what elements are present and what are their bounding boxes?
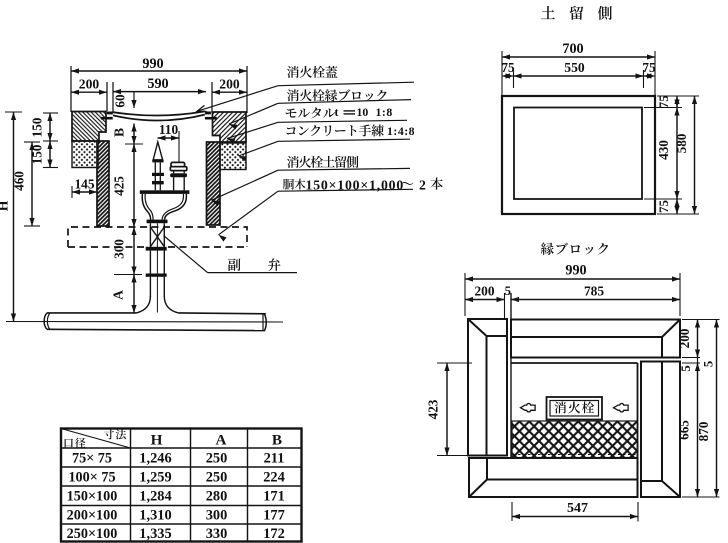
- svg-text:785: 785: [584, 284, 604, 299]
- svg-text:10: 10: [357, 105, 369, 119]
- svg-text:75: 75: [501, 60, 515, 75]
- svg-text:H: H: [0, 200, 11, 211]
- svg-text:75: 75: [656, 200, 671, 214]
- svg-text:250: 250: [206, 469, 228, 485]
- svg-text:75× 75: 75× 75: [72, 450, 112, 466]
- svg-text:145: 145: [74, 177, 94, 192]
- svg-text:200×100: 200×100: [67, 507, 118, 523]
- svg-text:171: 171: [263, 488, 285, 504]
- svg-text:1,335: 1,335: [139, 526, 171, 542]
- svg-text:990: 990: [565, 263, 586, 279]
- svg-text:1,284: 1,284: [139, 488, 171, 504]
- svg-text:1:8: 1:8: [376, 105, 393, 119]
- svg-text:2: 2: [419, 177, 426, 192]
- svg-text:300: 300: [112, 239, 127, 259]
- svg-text:75: 75: [642, 60, 656, 75]
- svg-text:177: 177: [263, 507, 285, 523]
- svg-text:5: 5: [505, 284, 511, 298]
- svg-text:200: 200: [474, 284, 494, 299]
- svg-text:A: A: [216, 432, 227, 449]
- svg-text:590: 590: [147, 76, 168, 92]
- svg-text:300: 300: [206, 507, 228, 523]
- svg-text:150: 150: [30, 117, 45, 137]
- svg-text:B: B: [112, 128, 127, 137]
- svg-text:B: B: [272, 432, 282, 449]
- svg-text:H: H: [151, 432, 163, 449]
- svg-text:990: 990: [142, 56, 163, 72]
- svg-text:A: A: [111, 290, 126, 300]
- svg-text:1:4:8: 1:4:8: [387, 124, 415, 138]
- svg-text:150: 150: [30, 144, 45, 164]
- svg-text:425: 425: [112, 176, 127, 196]
- svg-text:250×100: 250×100: [67, 526, 118, 542]
- svg-text:550: 550: [564, 60, 585, 75]
- svg-text:280: 280: [206, 488, 228, 504]
- svg-text:110: 110: [159, 122, 179, 137]
- svg-text:1,310: 1,310: [139, 507, 171, 523]
- svg-text:1,259: 1,259: [139, 469, 171, 485]
- svg-text:580: 580: [674, 133, 689, 153]
- svg-text:460: 460: [12, 171, 27, 191]
- svg-text:224: 224: [263, 469, 285, 485]
- svg-text:200: 200: [79, 77, 100, 92]
- svg-text:60: 60: [113, 94, 128, 108]
- svg-text:200: 200: [219, 77, 240, 92]
- svg-text:330: 330: [206, 526, 228, 542]
- svg-text:5: 5: [679, 365, 693, 371]
- svg-text:665: 665: [677, 420, 692, 440]
- svg-text:t: t: [335, 105, 339, 119]
- svg-text:5: 5: [702, 361, 716, 367]
- svg-text:547: 547: [567, 501, 588, 516]
- svg-text:1,246: 1,246: [139, 450, 171, 466]
- svg-text:200: 200: [677, 328, 692, 348]
- svg-text:75: 75: [656, 95, 671, 109]
- svg-text:250: 250: [206, 450, 228, 466]
- svg-text:150×100×1,000: 150×100×1,000: [306, 177, 405, 192]
- svg-text:150×100: 150×100: [67, 488, 118, 504]
- svg-text:172: 172: [263, 526, 285, 542]
- svg-text:423: 423: [426, 399, 441, 419]
- svg-text:100× 75: 100× 75: [68, 469, 115, 485]
- svg-text:430: 430: [656, 140, 671, 160]
- svg-text:700: 700: [562, 41, 583, 57]
- svg-text:870: 870: [696, 421, 711, 441]
- svg-text:211: 211: [264, 450, 285, 466]
